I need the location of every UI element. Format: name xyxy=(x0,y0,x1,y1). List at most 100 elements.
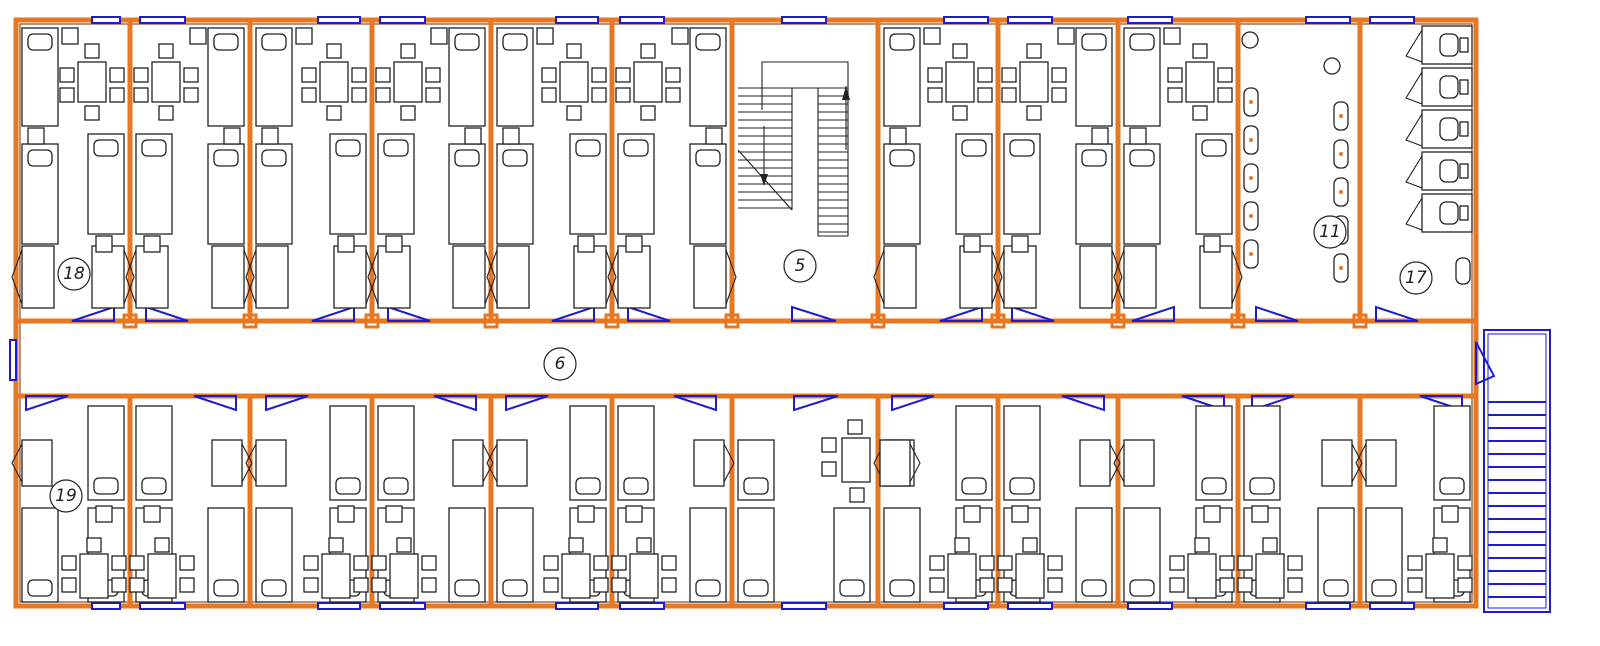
chair-icon xyxy=(1203,235,1221,253)
window-bottom xyxy=(943,602,989,610)
bed-icon xyxy=(448,507,486,603)
washbasin-icon xyxy=(1333,177,1349,207)
wardrobe-icon xyxy=(367,245,411,309)
walls xyxy=(13,17,1479,609)
chair-icon xyxy=(1169,577,1185,593)
chair-icon xyxy=(143,505,161,523)
chair-icon xyxy=(1194,537,1210,553)
chair-icon xyxy=(1047,555,1063,571)
door-top xyxy=(791,305,837,322)
chair-icon xyxy=(84,43,100,59)
wardrobe-icon xyxy=(693,245,737,309)
window-top xyxy=(139,16,186,24)
chair-icon xyxy=(1237,577,1253,593)
chair-icon xyxy=(1251,505,1269,523)
bed-icon xyxy=(496,27,534,127)
bed-icon xyxy=(377,405,415,501)
chair-icon xyxy=(661,577,677,593)
window-bottom xyxy=(91,602,121,610)
bed-icon xyxy=(207,143,245,245)
bed-icon xyxy=(883,27,921,127)
window-bottom xyxy=(379,602,426,610)
chair-icon xyxy=(86,537,102,553)
chair-icon xyxy=(1441,505,1459,523)
chair-icon xyxy=(566,43,582,59)
door-bottom xyxy=(1181,395,1225,412)
door-bottom xyxy=(265,395,309,412)
room-label-top-room: 18 xyxy=(57,257,91,291)
room-label-corridor: 6 xyxy=(543,347,577,381)
door-bottom xyxy=(1419,395,1463,412)
stair-arrow-icon xyxy=(760,126,768,186)
door-top xyxy=(387,305,431,322)
chair-icon xyxy=(963,505,981,523)
door-top xyxy=(939,305,983,322)
chair-icon xyxy=(502,127,520,145)
chair-icon xyxy=(1167,87,1183,103)
furniture xyxy=(11,25,1473,603)
external-stair-inner xyxy=(1487,333,1547,609)
chair-icon xyxy=(1001,67,1017,83)
bed-icon xyxy=(617,133,655,235)
window-top xyxy=(317,16,361,24)
wardrobe-icon xyxy=(452,439,494,487)
door-top xyxy=(627,305,671,322)
chair-icon xyxy=(133,67,149,83)
chair-icon xyxy=(375,67,391,83)
chair-icon xyxy=(705,127,723,145)
chair-icon xyxy=(337,235,355,253)
chair-icon xyxy=(154,537,170,553)
chair-icon xyxy=(611,555,627,571)
window-top xyxy=(379,16,426,24)
table-icon xyxy=(393,61,423,103)
room-label-stair-text: 5 xyxy=(795,256,806,276)
bed-icon xyxy=(833,507,871,603)
bed-icon xyxy=(689,27,727,127)
chair-icon xyxy=(671,27,689,45)
chair-icon xyxy=(625,505,643,523)
table-icon xyxy=(947,553,977,599)
column-marker xyxy=(1230,313,1246,329)
chair-icon xyxy=(143,235,161,253)
chair-icon xyxy=(977,87,993,103)
chair-icon xyxy=(1192,43,1208,59)
bed-icon xyxy=(329,133,367,235)
washbasin-icon xyxy=(1333,101,1349,131)
chair-icon xyxy=(661,555,677,571)
chair-icon xyxy=(615,87,631,103)
column-marker xyxy=(1110,313,1126,329)
chair-icon xyxy=(979,555,995,571)
chair-icon xyxy=(1457,577,1473,593)
chair-icon xyxy=(183,87,199,103)
window-top xyxy=(1127,16,1173,24)
chair-icon xyxy=(1192,105,1208,121)
column-marker xyxy=(122,313,138,329)
bed-icon xyxy=(87,405,125,501)
table-icon xyxy=(79,553,109,599)
bed-icon xyxy=(496,507,534,603)
chair-icon xyxy=(183,67,199,83)
chair-icon xyxy=(849,487,865,503)
washbasin-icon xyxy=(1243,239,1259,269)
washbasin-icon xyxy=(1243,87,1259,117)
doors xyxy=(25,305,1496,412)
bed-icon xyxy=(329,405,367,501)
table-icon xyxy=(147,553,177,599)
bed-icon xyxy=(135,405,173,501)
bed-icon xyxy=(207,27,245,127)
chair-icon xyxy=(536,27,554,45)
table-icon xyxy=(1425,553,1455,599)
chair-icon xyxy=(400,105,416,121)
window-bottom xyxy=(139,602,186,610)
wardrobe-icon xyxy=(1199,245,1243,309)
chair-icon xyxy=(129,555,145,571)
bed-icon xyxy=(1195,405,1233,501)
stair-arrow-icon xyxy=(842,86,850,150)
window-bottom xyxy=(1369,602,1415,610)
bed-icon xyxy=(1075,507,1113,603)
chair-icon xyxy=(1287,577,1303,593)
bed-icon xyxy=(1123,143,1161,245)
chair-icon xyxy=(61,555,77,571)
door-bottom xyxy=(673,395,717,412)
